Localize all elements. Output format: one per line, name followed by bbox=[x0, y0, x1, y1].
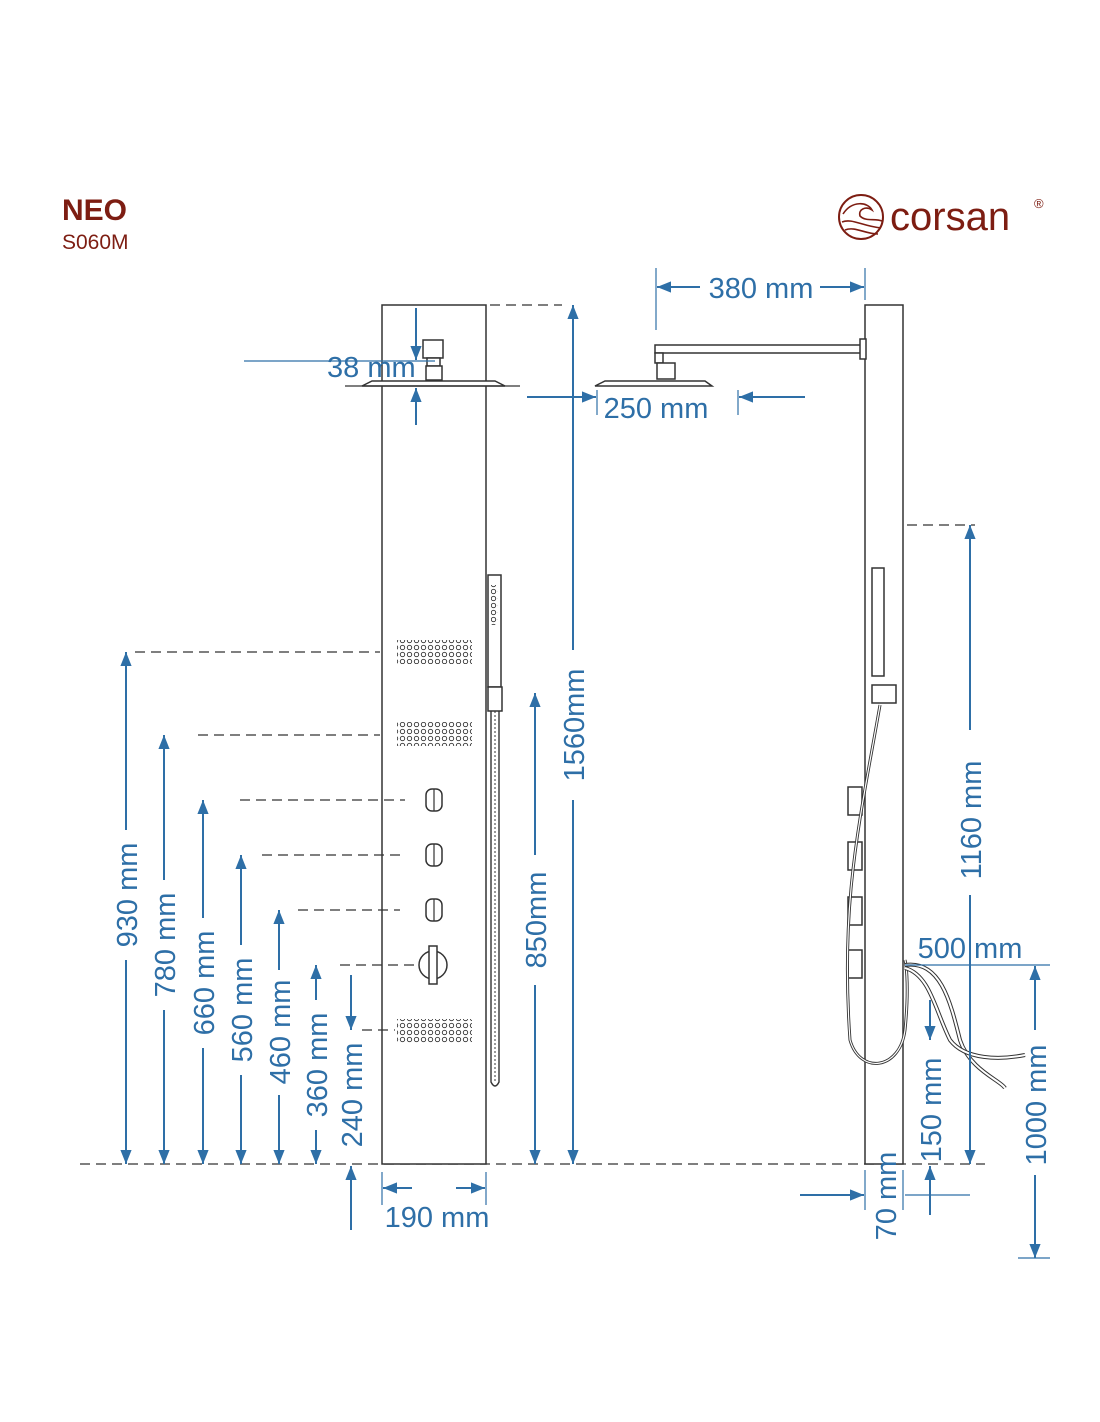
dim-total-height: 1560mm bbox=[559, 669, 591, 782]
dim-inlet-height: 150 mm bbox=[916, 1058, 948, 1163]
dim-side-height: 1160 mm bbox=[956, 761, 988, 880]
main-knob bbox=[418, 945, 448, 985]
product-model: S060M bbox=[62, 231, 129, 254]
dim-head-width: 250 mm bbox=[604, 393, 709, 425]
shower-arm bbox=[594, 338, 867, 387]
dim-panel-depth: 70 mm bbox=[871, 1152, 903, 1241]
body-jets-bottom bbox=[397, 1019, 472, 1043]
side-panel bbox=[864, 304, 904, 1165]
dim-hose-length: 1000 mm bbox=[1021, 1045, 1053, 1166]
dim-knob-3: 460 mm bbox=[265, 980, 297, 1085]
product-title: NEO bbox=[62, 194, 127, 227]
knob bbox=[425, 788, 443, 812]
dim-jets-bottom: 240 mm bbox=[337, 1043, 369, 1148]
side-view: 380 mm 250 mm 1160 mm 500 mm 1000 mm 150… bbox=[527, 268, 1053, 1259]
front-view: 38 mm 930 mm 780 mm 660 mm 560 mm 460 mm… bbox=[112, 304, 591, 1234]
dim-knob-1: 660 mm bbox=[189, 931, 221, 1036]
dim-inlet-depth: 500 mm bbox=[918, 933, 1023, 965]
rain-shower-head bbox=[345, 339, 520, 387]
knob bbox=[425, 898, 443, 922]
dim-arm-length: 380 mm bbox=[709, 273, 814, 305]
dim-jets-top: 930 mm bbox=[112, 843, 144, 948]
dim-knob-2: 560 mm bbox=[227, 958, 259, 1063]
hand-shower bbox=[487, 574, 503, 1087]
corsan-logo: corsan ® bbox=[838, 194, 1044, 240]
dim-jets-middle: 780 mm bbox=[150, 893, 182, 998]
dim-hand-shower-holder: 850mm bbox=[521, 872, 553, 969]
dim-main-knob: 360 mm bbox=[302, 1013, 334, 1118]
body-jets-middle bbox=[397, 722, 472, 746]
body-jets-top bbox=[397, 640, 472, 664]
brand-name: corsan bbox=[890, 195, 1010, 239]
knob bbox=[425, 843, 443, 867]
side-hand-shower bbox=[871, 567, 885, 677]
dim-head-thickness: 38 mm bbox=[327, 352, 416, 384]
registered-mark: ® bbox=[1034, 196, 1044, 211]
dim-panel-width: 190 mm bbox=[385, 1202, 490, 1234]
wave-logo-icon bbox=[838, 194, 884, 240]
